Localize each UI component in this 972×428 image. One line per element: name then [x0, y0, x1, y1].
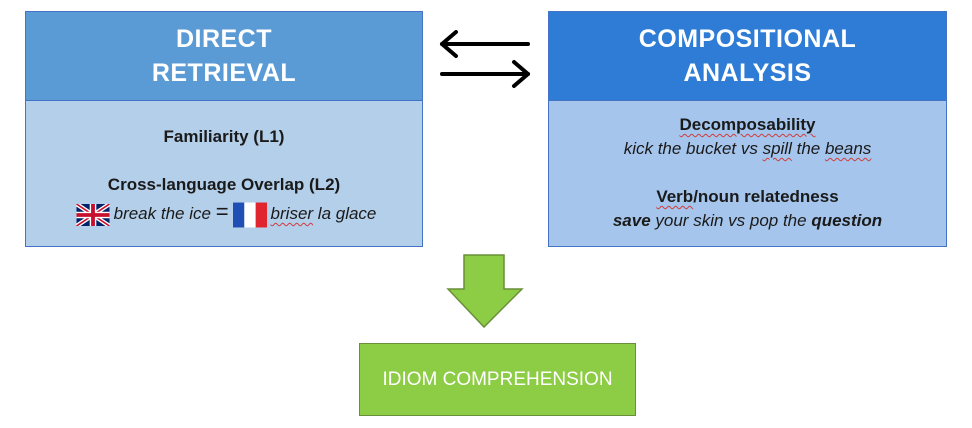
- equals-sign: =: [215, 199, 229, 224]
- idiom-comprehension-label: IDIOM COMPREHENSION: [382, 368, 613, 390]
- direct-retrieval-title-line2: RETRIEVAL: [151, 59, 297, 87]
- direct-retrieval-title-line1: DIRECT: [175, 25, 273, 53]
- direct-retrieval-box: DIRECT RETRIEVAL Familiarity (L1) Cross-…: [25, 11, 423, 247]
- double-arrow-icon: [440, 30, 530, 88]
- relatedness-example: save your skin vs pop the question: [612, 211, 883, 230]
- compositional-analysis-title-line2: ANALYSIS: [683, 59, 812, 87]
- uk-flag-icon: [75, 203, 110, 226]
- compositional-analysis-header: COMPOSITIONAL ANALYSIS: [549, 12, 946, 100]
- familiarity-label: Familiarity (L1): [163, 127, 285, 146]
- direct-retrieval-body: Familiarity (L1) Cross-language Overlap …: [26, 100, 422, 246]
- decomposability-label: Decomposability: [679, 115, 816, 134]
- decomposability-example: kick the bucket vs spill the beans: [623, 139, 872, 158]
- overlap-example: break the ice = briser la glace: [26, 199, 422, 228]
- idiom-comprehension-box: IDIOM COMPREHENSION: [359, 343, 636, 416]
- relatedness-label: Verb/noun relatedness: [656, 187, 839, 206]
- compositional-analysis-box: COMPOSITIONAL ANALYSIS Decomposability k…: [548, 11, 947, 247]
- example-french-word1: briser: [270, 204, 314, 223]
- down-arrow-icon: [446, 254, 524, 329]
- compositional-analysis-title-line1: COMPOSITIONAL: [638, 25, 857, 53]
- compositional-analysis-body: Decomposability kick the bucket vs spill…: [549, 100, 946, 246]
- france-flag-icon: [232, 202, 267, 227]
- example-english: break the ice: [113, 204, 211, 223]
- example-french-rest: la glace: [313, 204, 377, 223]
- direct-retrieval-header: DIRECT RETRIEVAL: [26, 12, 422, 100]
- overlap-label: Cross-language Overlap (L2): [107, 175, 341, 194]
